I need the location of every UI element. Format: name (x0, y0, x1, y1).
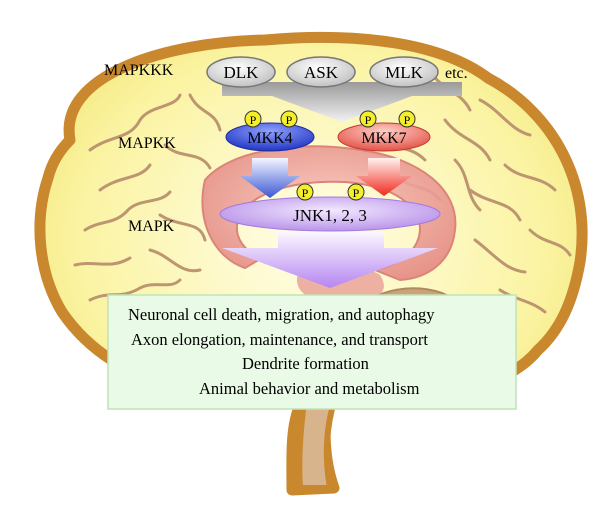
mkk4-node (225, 122, 315, 152)
phospho-icon (359, 110, 377, 128)
mlk-node (369, 56, 439, 88)
mkk7-group: MKK7 P P (337, 110, 431, 152)
level-label-mapkk: MAPKK (118, 135, 176, 152)
jnk-label: JNK1, 2, 3 (293, 206, 367, 225)
mlk-label: MLK (385, 63, 424, 82)
level-label-mapkkk: MAPKKK (104, 62, 174, 79)
mkk4-label: MKK4 (247, 130, 292, 147)
phospho-label: P (404, 113, 411, 127)
phospho-label: P (302, 186, 309, 200)
jnk-node (219, 196, 441, 232)
ask-node (286, 56, 356, 88)
outcome-item: Neuronal cell death, migration, and auto… (128, 305, 435, 324)
mkk7-node (337, 122, 431, 152)
mkk4-to-jnk-arrow (240, 158, 300, 198)
phospho-icon (296, 183, 314, 201)
mkk7-to-jnk-arrow (356, 158, 412, 196)
phospho-icon (398, 110, 416, 128)
mkk4-group: MKK4 P P (225, 110, 315, 152)
ask-label: ASK (304, 63, 339, 82)
level-label-mapk: MAPK (128, 218, 175, 235)
phospho-icon (347, 183, 365, 201)
outcome-box: Neuronal cell death, migration, and auto… (107, 294, 517, 410)
brainstem (296, 392, 338, 491)
dlk-label: DLK (224, 63, 260, 82)
etc-label: etc. (445, 65, 468, 82)
jnk-group: JNK1, 2, 3 P P (219, 183, 441, 232)
phospho-label: P (353, 186, 360, 200)
outcome-item: Dendrite formation (242, 354, 369, 373)
outcome-box-background (107, 294, 517, 410)
outcome-item: Axon elongation, maintenance, and transp… (131, 330, 428, 349)
mapkkk-group: DLK ASK MLK etc. (206, 56, 468, 88)
phospho-label: P (286, 113, 293, 127)
dlk-node (206, 56, 276, 88)
mapkkk-to-mapkk-arrow (222, 82, 462, 122)
outcome-item: Animal behavior and metabolism (199, 379, 420, 398)
phospho-label: P (250, 113, 257, 127)
phospho-icon (280, 110, 298, 128)
phospho-icon (244, 110, 262, 128)
jnk-to-outcomes-arrow (222, 232, 438, 288)
phospho-label: P (365, 113, 372, 127)
mkk7-label: MKK7 (361, 130, 406, 147)
